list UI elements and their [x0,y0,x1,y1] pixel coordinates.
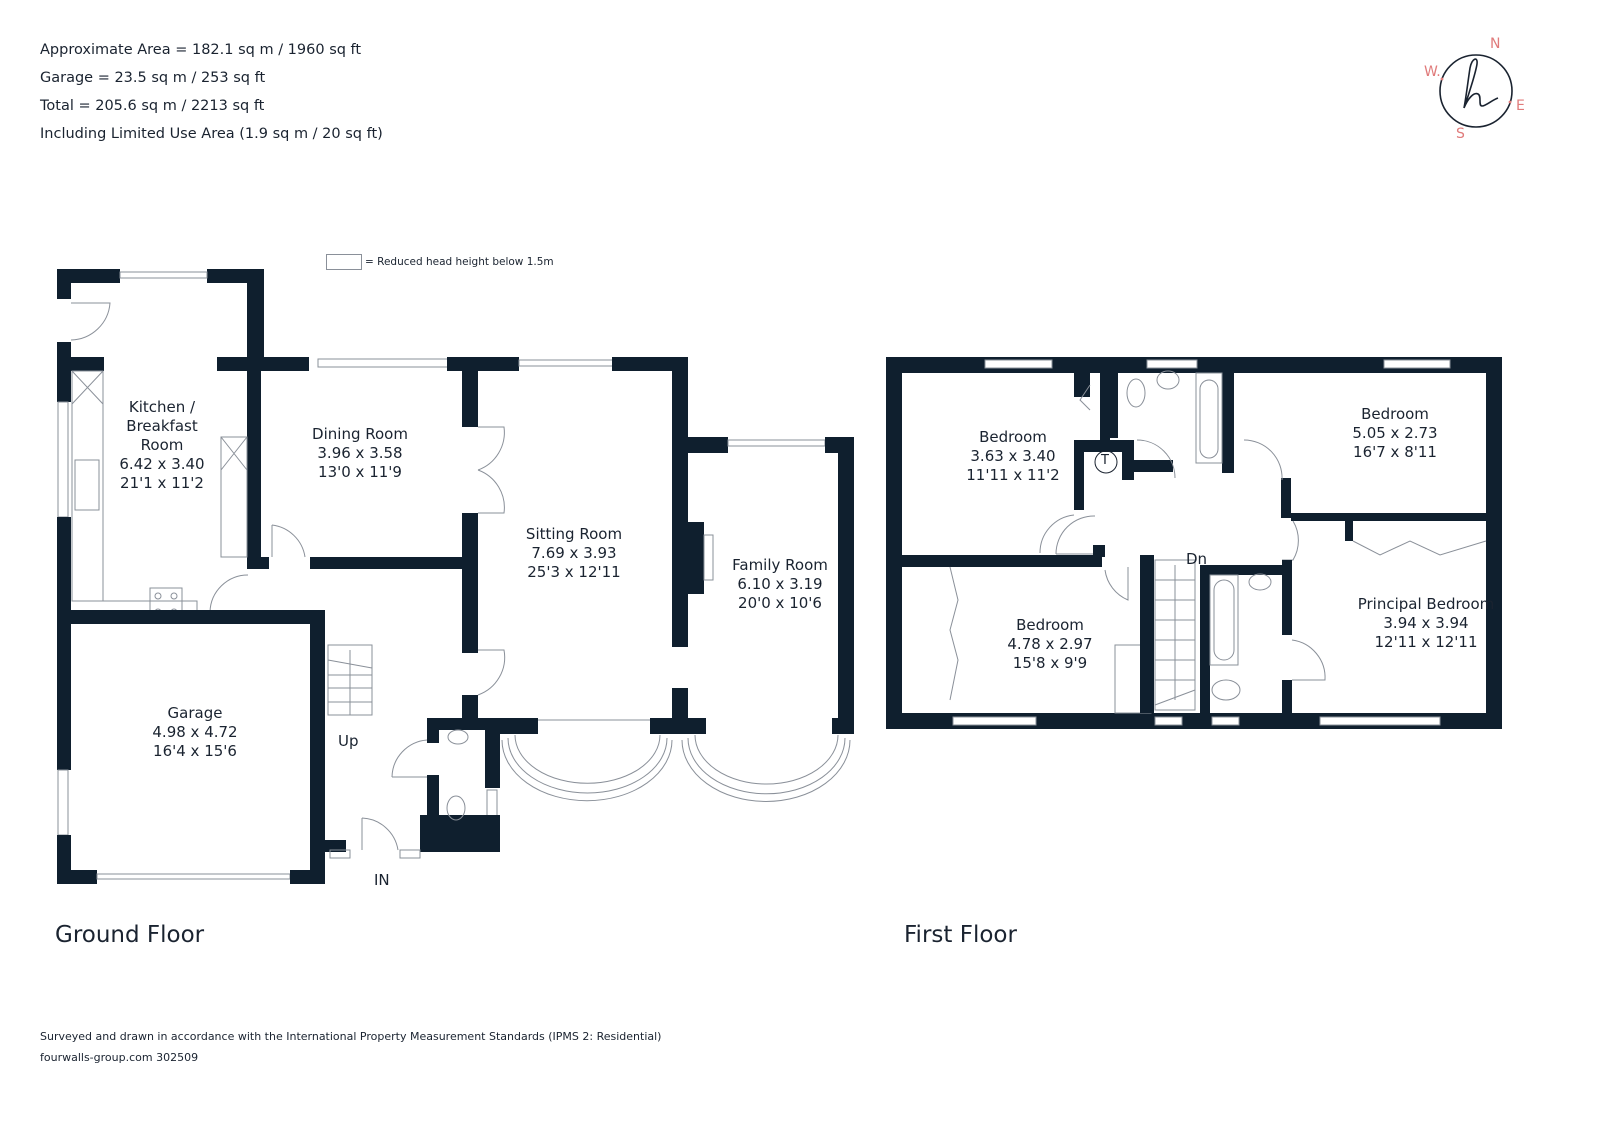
room-imperial: 25'3 x 12'11 [527,563,621,581]
room-metric: 3.96 x 3.58 [317,444,403,462]
ground-floor-title: Ground Floor [55,922,205,948]
room-dining: Dining Room 3.96 x 3.58 13'0 x 11'9 [312,425,408,482]
room-name: Bedroom [1016,616,1084,634]
room-metric: 5.05 x 2.73 [1352,424,1438,442]
stairs-up-label: Up [338,732,359,750]
compass-north: N [1490,36,1501,52]
room-name: Room [140,436,184,454]
room-garage: Garage 4.98 x 4.72 16'4 x 15'6 [152,704,237,761]
room-name: Bedroom [1361,405,1429,423]
compass-east: E [1516,98,1525,114]
legend-label: = Reduced head height below 1.5m [365,256,554,268]
legend: = Reduced head height below 1.5m [326,254,554,270]
entrance-label: IN [374,871,390,889]
footer: Surveyed and drawn in accordance with th… [40,1026,661,1068]
first-floor-title: First Floor [904,922,1017,948]
room-bedroom-1: Bedroom 3.63 x 3.40 11'11 x 11'2 [966,428,1059,485]
room-name: Sitting Room [525,525,623,543]
room-metric: 4.98 x 4.72 [152,723,238,741]
room-imperial: 16'4 x 15'6 [153,742,237,760]
first-floor-plan [886,357,1502,729]
room-name: Garage [167,704,223,722]
reference-number: fourwalls-group.com 302509 [40,1051,199,1064]
compass-icon [1439,54,1513,128]
room-metric: 4.78 x 2.97 [1007,635,1093,653]
limited-use-area: Including Limited Use Area (1.9 sq m / 2… [40,126,383,142]
room-metric: 6.42 x 3.40 [119,455,205,473]
room-metric: 6.10 x 3.19 [737,575,823,593]
room-imperial: 16'7 x 8'11 [1353,443,1437,461]
stairs-down-label: Dn [1186,550,1208,568]
room-name: Breakfast [126,417,198,435]
room-imperial: 12'11 x 12'11 [1374,633,1478,651]
area-summary: Approximate Area = 182.1 sq m / 1960 sq … [40,36,383,148]
room-name: Principal Bedroom [1357,595,1495,613]
room-bedroom-2: Bedroom 5.05 x 2.73 16'7 x 8'11 [1352,405,1437,462]
room-metric: 3.94 x 3.94 [1383,614,1469,632]
total-area: Total = 205.6 sq m / 2213 sq ft [40,98,265,114]
room-name: Kitchen / [128,398,196,416]
room-bedroom-3: Bedroom 4.78 x 2.97 15'8 x 9'9 [1007,616,1092,673]
room-imperial: 21'1 x 11'2 [120,474,204,492]
room-imperial: 11'11 x 11'2 [966,466,1060,484]
room-imperial: 13'0 x 11'9 [318,463,402,481]
room-kitchen-breakfast: Kitchen / Breakfast Room 6.42 x 3.40 21'… [119,398,204,493]
standards-note: Surveyed and drawn in accordance with th… [40,1030,662,1043]
room-metric: 7.69 x 3.93 [531,544,617,562]
water-tank-label: T [1101,453,1109,468]
room-name: Dining Room [312,425,408,443]
room-sitting: Sitting Room 7.69 x 3.93 25'3 x 12'11 [526,525,622,582]
h-signature-icon [1463,58,1499,109]
room-imperial: 20'0 x 10'6 [738,594,822,612]
room-name: Family Room [732,556,828,574]
room-principal-bedroom: Principal Bedroom 3.94 x 3.94 12'11 x 12… [1358,595,1495,652]
compass-logo: N E S W. [1420,36,1550,146]
garage-area: Garage = 23.5 sq m / 253 sq ft [40,70,266,86]
compass-south: S [1456,126,1465,142]
room-name: Bedroom [979,428,1047,446]
ground-floor-plan [57,269,854,884]
approximate-area: Approximate Area = 182.1 sq m / 1960 sq … [40,42,362,58]
room-metric: 3.63 x 3.40 [970,447,1056,465]
reduced-head-height-swatch [326,254,362,270]
room-family: Family Room 6.10 x 3.19 20'0 x 10'6 [732,556,828,613]
room-imperial: 15'8 x 9'9 [1012,654,1088,672]
compass-west: W. [1424,64,1441,80]
